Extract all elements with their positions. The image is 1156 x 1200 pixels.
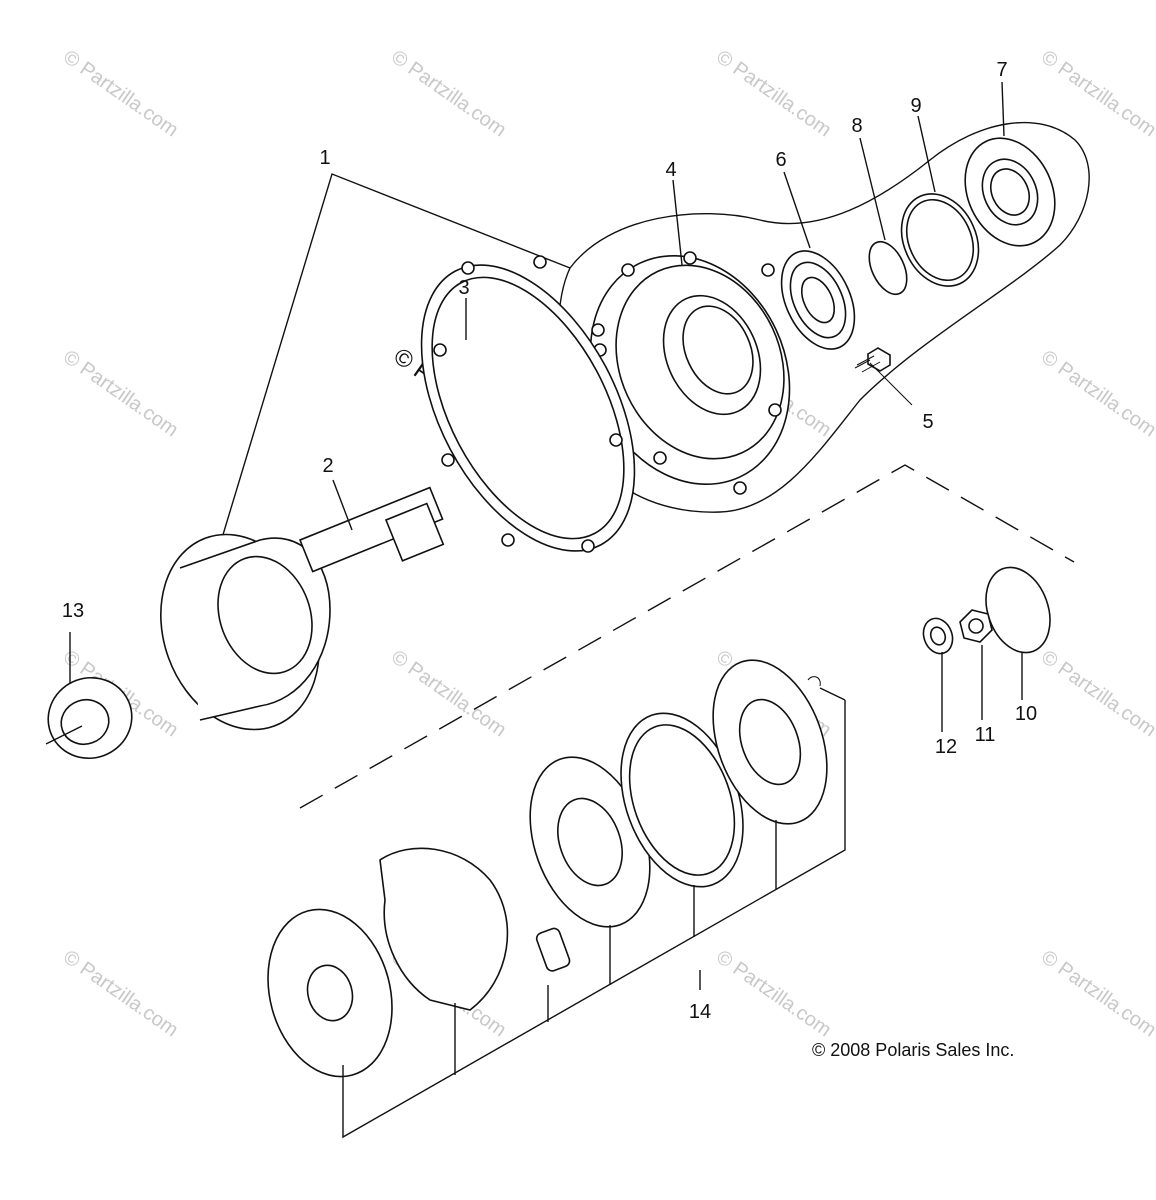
clutch-assembly [267, 659, 846, 1139]
callout-14: 14 [689, 1001, 711, 1023]
watermark: © Partzilla.com [1037, 946, 1156, 1041]
watermark: © Partzilla.com [1037, 646, 1156, 741]
callout-4: 4 [665, 159, 676, 181]
leader-line-8 [859, 137, 886, 241]
callout-8: 8 [851, 115, 862, 137]
callout-11: 11 [975, 724, 996, 746]
dashed-divider [299, 464, 1075, 809]
retaining-ring [900, 193, 980, 287]
watermark: © Partzilla.com [712, 46, 835, 141]
leader-line-1 [221, 173, 571, 539]
leader-line-7 [1001, 81, 1005, 137]
callout-2: 2 [322, 455, 333, 477]
bolt [854, 347, 913, 406]
clutch-drum-shaft [160, 486, 445, 731]
bearing-housing [589, 251, 791, 495]
watermark: © Partzilla.com [712, 946, 835, 1041]
watermark: © Partzilla.com [59, 946, 182, 1041]
watermark: © Partzilla.com [59, 46, 182, 141]
oil-seal [964, 137, 1056, 247]
leader-line-2 [332, 479, 353, 531]
gasket [420, 255, 636, 553]
watermark: © Partzilla.com [59, 346, 182, 441]
callout-1: 1 [319, 147, 330, 169]
leader-line-6 [783, 171, 811, 249]
callout-13: 13 [62, 600, 84, 622]
callout-5: 5 [922, 411, 933, 433]
callout-12: 12 [935, 736, 957, 758]
ball-bearing [780, 250, 856, 350]
watermark: © Partzilla.com [387, 46, 510, 141]
callout-9: 9 [910, 95, 921, 117]
copyright-notice: © 2008 Polaris Sales Inc. [812, 1040, 1014, 1060]
watermark: © Partzilla.com [1037, 346, 1156, 441]
watermark: © Partzilla.com [387, 646, 510, 741]
callout-10: 10 [1015, 703, 1037, 725]
watermark: © Partzilla.com [1037, 46, 1156, 141]
drum-seal [45, 632, 133, 760]
callout-3: 3 [458, 277, 469, 299]
leader-line-4 [672, 179, 683, 266]
snap-ring [868, 240, 908, 296]
leader-line-9 [917, 115, 936, 193]
washer-nut-set [922, 566, 1051, 732]
callout-6: 6 [775, 149, 786, 171]
callout-7: 7 [996, 59, 1007, 81]
